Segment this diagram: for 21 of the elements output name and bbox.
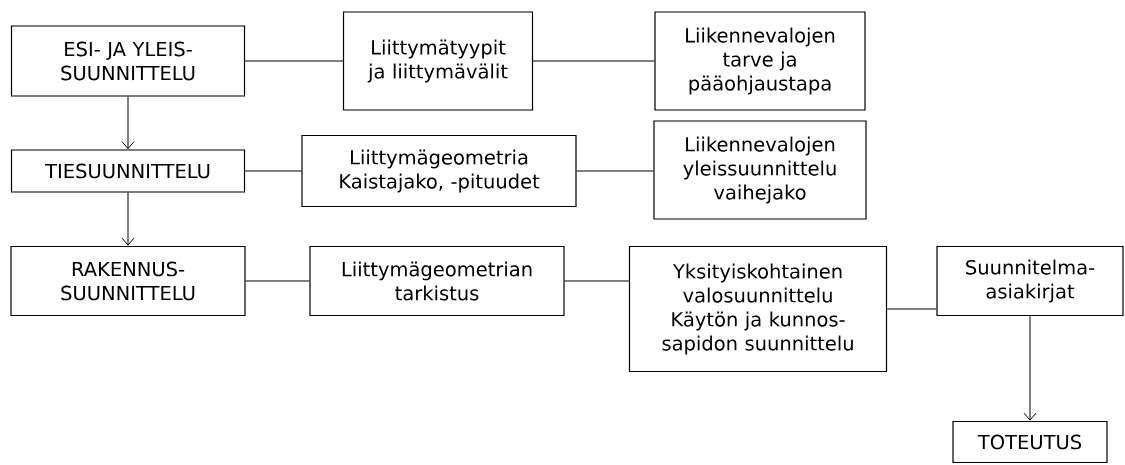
- connector-line: [886, 308, 937, 310]
- connector-line: [244, 60, 344, 62]
- process-box: TIESUUNNITTELU: [10, 149, 246, 193]
- connector-line: [532, 60, 655, 62]
- arrow: [121, 192, 135, 246]
- process-box: ESI- JA YLEIS- SUUNNITTELU: [10, 25, 246, 97]
- connector-line: [576, 170, 654, 172]
- process-box: Suunnitelma- asiakirjat: [936, 245, 1124, 317]
- connector-line: [564, 280, 630, 282]
- process-box: Liittymätyypit ja liittymävälit: [342, 11, 534, 111]
- process-box: Liikennevalojen tarve ja pääohjaustapa: [654, 11, 866, 111]
- process-box: Liittymägeometria Kaistajako, -pituudet: [301, 134, 577, 208]
- process-box: Liittymägeometrian tarkistus: [309, 245, 565, 317]
- process-box: TOTEUTUS: [952, 420, 1108, 464]
- connector-line: [245, 280, 310, 282]
- process-box: Liikennevalojen yleissuunnittelu vaihejako: [653, 120, 867, 220]
- process-box: Yksityiskohtainen valosuunnittelu Käytön ja kunnos- sapidon suunnittelu: [628, 245, 888, 373]
- process-box: RAKENNUS- SUUNNITTELU: [10, 245, 246, 317]
- connector-line: [244, 170, 302, 172]
- arrow: [121, 96, 135, 150]
- arrow: [1023, 315, 1037, 421]
